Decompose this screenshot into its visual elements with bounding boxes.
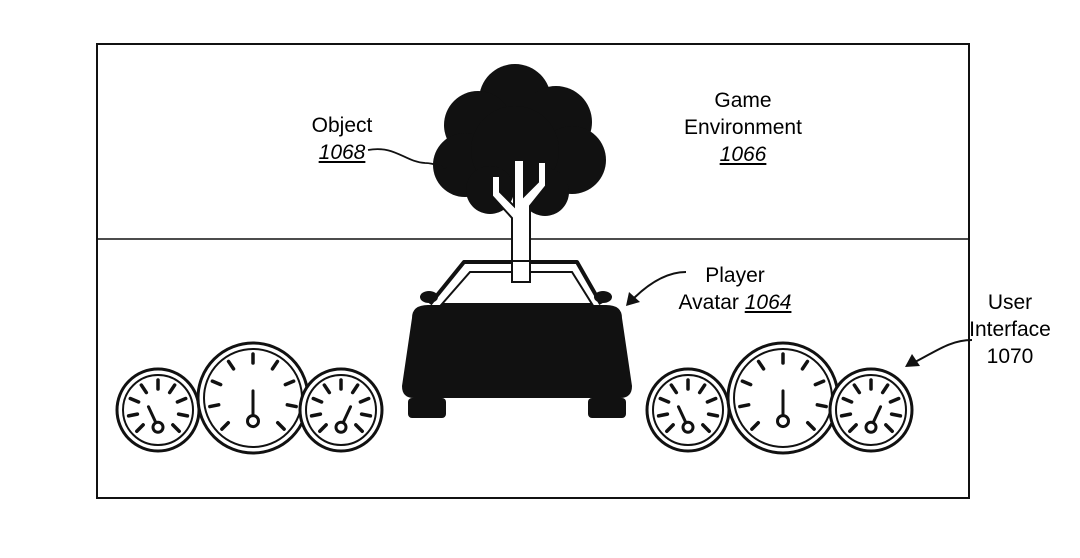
car-icon — [402, 260, 632, 418]
user-interface-ref: 1070 — [986, 345, 1034, 368]
gauge-icon — [828, 367, 914, 453]
object-leader-line — [367, 148, 447, 169]
gauge-icon — [726, 341, 840, 455]
object-label: Object 1068 — [300, 112, 384, 166]
player-avatar-line1: Player — [705, 264, 765, 287]
player-avatar-ref: 1064 — [744, 291, 792, 314]
user-interface-line1: User — [987, 291, 1033, 314]
game-environment-line2: Environment — [684, 116, 802, 139]
tree-icon — [433, 64, 606, 263]
gauge-cluster-left — [115, 341, 384, 455]
gauge-icon — [115, 367, 201, 453]
user-interface-arrow — [905, 339, 973, 367]
gauge-icon — [196, 341, 310, 455]
gauge-cluster-right — [645, 341, 914, 455]
game-environment-line1: Game — [714, 89, 772, 112]
player-avatar-prefix: Avatar — [678, 291, 739, 314]
player-avatar-arrow — [626, 271, 687, 306]
object-label-text: Object — [311, 114, 373, 137]
player-avatar-label: Player Avatar 1064 — [660, 262, 810, 316]
gauge-icon — [298, 367, 384, 453]
game-environment-label: Game Environment 1066 — [668, 87, 818, 168]
figure-frame — [96, 43, 970, 499]
game-environment-ref: 1066 — [719, 143, 767, 166]
gauge-icon — [645, 367, 731, 453]
user-interface-line2: Interface — [969, 318, 1051, 341]
object-label-ref: 1068 — [318, 141, 366, 164]
user-interface-label: User Interface 1070 — [955, 289, 1065, 370]
